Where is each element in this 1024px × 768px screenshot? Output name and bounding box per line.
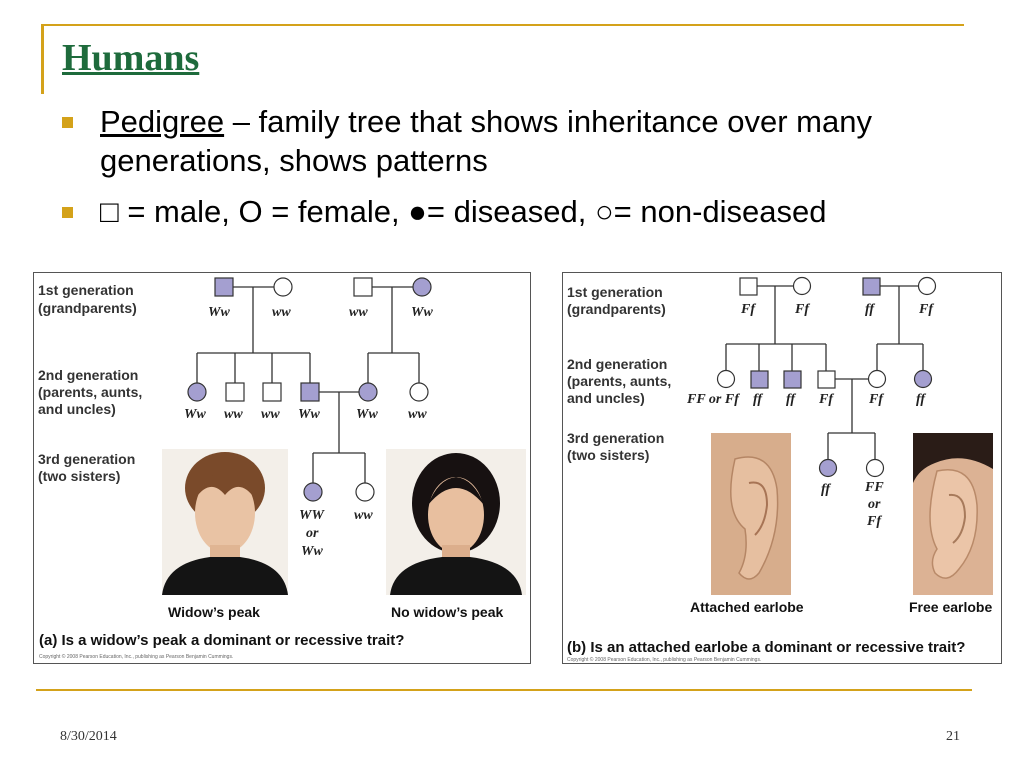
genotype-label: FF <box>864 480 884 495</box>
pedigree-figure-widows-peak: 1st generation (grandparents) 2nd genera… <box>33 272 531 664</box>
unaffected-female-symbol <box>792 276 812 296</box>
unaffected-female-symbol <box>355 482 375 502</box>
unaffected-female-symbol <box>867 369 887 389</box>
genotype-label: or <box>868 497 881 512</box>
bullet-symbol-key: □ = male, O = female, ●= diseased, ○= no… <box>62 192 982 231</box>
gen2-sublabel-1: (parents, aunts, <box>567 373 671 389</box>
affected-male-symbol <box>214 277 234 297</box>
genotype-label: ff <box>821 482 831 497</box>
genotype-label: ff <box>865 302 875 317</box>
genotype-label: WW <box>299 508 325 523</box>
photo-free-earlobe <box>913 433 993 595</box>
photo-widows-peak <box>162 449 288 595</box>
affected-female-symbol <box>818 458 838 478</box>
unaffected-female-symbol <box>865 458 885 478</box>
gen2-sublabel-1: (parents, aunts, <box>38 384 142 400</box>
copyright-credit: Copyright © 2008 Pearson Education, Inc.… <box>567 656 761 663</box>
photo-caption-right: No widow’s peak <box>391 604 503 620</box>
gen2-label: 2nd generation <box>38 367 138 383</box>
genotype-label: ww <box>354 508 373 523</box>
genotype-label: ww <box>408 407 427 422</box>
unaffected-female-symbol <box>716 369 736 389</box>
gen2-sublabel-2: and uncles) <box>38 401 116 417</box>
genotype-label: ww <box>261 407 280 422</box>
gen3-sublabel: (two sisters) <box>567 447 649 463</box>
genotype-label: ww <box>272 305 291 320</box>
affected-female-symbol <box>913 369 933 389</box>
affected-female-symbol <box>187 382 207 402</box>
affected-female-symbol <box>303 482 323 502</box>
gen1-sublabel: (grandparents) <box>567 301 666 317</box>
genotype-label: Ww <box>208 305 230 320</box>
gen2-label: 2nd generation <box>567 356 667 372</box>
bullet-square-icon <box>62 117 73 128</box>
bottom-accent-rule <box>36 689 972 691</box>
gen3-label: 3rd generation <box>567 430 664 446</box>
gen3-label: 3rd generation <box>38 451 135 467</box>
symbol-key-text: □ = male, O = female, ●= diseased, ○= no… <box>100 194 827 229</box>
bullet-pedigree: Pedigree – family tree that shows inheri… <box>62 102 982 180</box>
unaffected-male-symbol <box>817 370 836 389</box>
genotype-label: or <box>306 526 319 541</box>
genotype-label: Ww <box>184 407 206 422</box>
unaffected-female-symbol <box>409 382 429 402</box>
affected-male-symbol <box>300 382 320 402</box>
photo-caption-left: Widow’s peak <box>168 604 260 620</box>
left-accent-rule <box>41 24 44 94</box>
affected-male-symbol <box>862 277 881 296</box>
pedigree-chart-a: 1st generation (grandparents) 2nd genera… <box>38 277 526 660</box>
genotype-label: Ff <box>868 392 884 407</box>
genotype-label: ff <box>916 392 926 407</box>
genotype-label: ff <box>753 392 763 407</box>
unaffected-male-symbol <box>225 382 245 402</box>
bullet-term: Pedigree <box>100 104 225 139</box>
genotype-label: Ff <box>918 302 934 317</box>
photo-caption-right: Free earlobe <box>909 599 992 615</box>
affected-male-symbol <box>783 370 802 389</box>
genotype-label: ww <box>224 407 243 422</box>
gen3-sublabel: (two sisters) <box>38 468 120 484</box>
footer-date: 8/30/2014 <box>60 729 117 744</box>
genotype-label: Ff <box>818 392 834 407</box>
figure-question: (a) Is a widow’s peak a dominant or rece… <box>39 632 404 649</box>
pedigree-chart-b: 1st generation (grandparents) 2nd genera… <box>567 276 993 663</box>
genotype-label: Ff <box>740 302 756 317</box>
genotype-label: Ww <box>301 544 323 559</box>
genotype-label: Ww <box>411 305 433 320</box>
bullet-list: Pedigree – family tree that shows inheri… <box>62 102 982 243</box>
affected-female-symbol <box>412 277 432 297</box>
photo-caption-left: Attached earlobe <box>690 599 804 615</box>
gen1-label: 1st generation <box>567 284 663 300</box>
genotype-label: Ww <box>356 407 378 422</box>
unaffected-male-symbol <box>739 277 758 296</box>
bullet-definition: – family tree that shows inheritance ove… <box>100 104 872 178</box>
unaffected-female-symbol <box>917 276 937 296</box>
affected-female-symbol <box>358 382 378 402</box>
photo-no-widows-peak <box>386 449 526 595</box>
genotype-label: FF or Ff <box>686 392 740 407</box>
gen1-label: 1st generation <box>38 282 134 298</box>
genotype-label: ww <box>349 305 368 320</box>
gen1-sublabel: (grandparents) <box>38 300 137 316</box>
copyright-credit: Copyright © 2008 Pearson Education, Inc.… <box>39 653 233 660</box>
figure-question: (b) Is an attached earlobe a dominant or… <box>567 639 965 656</box>
genotype-label: Ff <box>794 302 810 317</box>
pedigree-figure-earlobe: 1st generation (grandparents) 2nd genera… <box>562 272 1002 664</box>
gen2-sublabel-2: and uncles) <box>567 390 645 406</box>
photo-attached-earlobe <box>711 433 791 595</box>
slide-title: Humans <box>62 37 200 79</box>
genotype-label: Ww <box>298 407 320 422</box>
affected-male-symbol <box>750 370 769 389</box>
page-number: 21 <box>946 729 960 744</box>
genotype-label: ff <box>786 392 796 407</box>
bullet-square-icon <box>62 207 73 218</box>
unaffected-female-symbol <box>273 277 293 297</box>
genotype-label: Ff <box>866 514 882 529</box>
unaffected-male-symbol <box>353 277 373 297</box>
unaffected-male-symbol <box>262 382 282 402</box>
top-accent-rule <box>41 24 964 26</box>
